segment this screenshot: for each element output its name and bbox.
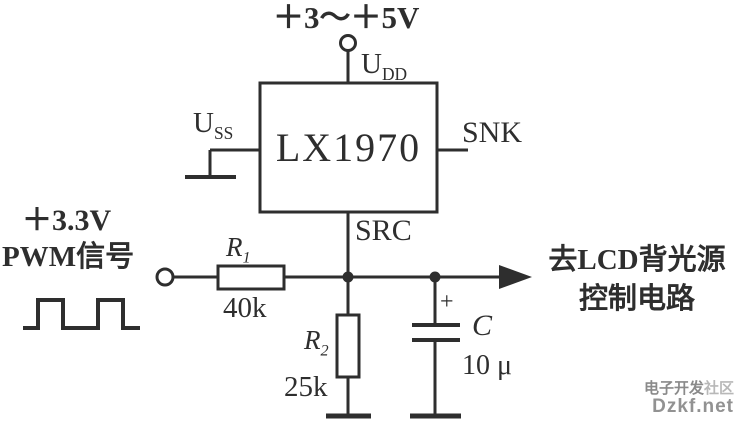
output-destination-label: 去LCD背光源 控制电路 <box>536 241 738 319</box>
watermark-logo: Dzkf.net <box>652 396 734 418</box>
output-line1: 去LCD背光源 <box>548 244 726 276</box>
r2-value: 25k <box>284 371 328 403</box>
r2-label: R2 <box>304 327 329 359</box>
pin-udd-sub: DD <box>381 63 408 84</box>
watermark-light-part: 社区 <box>703 379 734 397</box>
pin-udd-base: U <box>361 48 382 80</box>
power-terminal <box>339 34 357 52</box>
output-arrow-head <box>499 265 532 289</box>
input-terminal <box>155 267 175 287</box>
pin-uss-base: U <box>193 107 214 139</box>
r2-ref: R <box>304 325 321 355</box>
junction-dot-src <box>342 271 354 283</box>
watermark-site-name: 电子开发社区 <box>643 379 734 398</box>
pwm-waveform-icon <box>23 298 140 330</box>
watermark-dark-part: 电子开发 <box>643 379 704 397</box>
cap-label: C <box>472 309 493 342</box>
cap-value: 10 μ <box>462 350 513 381</box>
supply-voltage-label: ＋3～＋5V <box>273 0 420 35</box>
r1-body <box>216 264 286 291</box>
watermark: 电子开发社区 Dzkf.net <box>643 379 734 418</box>
r1-value: 40k <box>223 292 267 324</box>
pin-uss-sub: SS <box>213 122 234 143</box>
r1-label: R1 <box>226 234 251 266</box>
pin-src-label: SRC <box>355 214 412 247</box>
pin-udd-label: UDD <box>361 50 407 83</box>
r1-ref-sub: 1 <box>242 248 251 267</box>
r1-ref: R <box>226 232 243 262</box>
junction-dot-cap <box>429 271 441 283</box>
cap-polarity-sign: + <box>440 289 454 315</box>
input-signal-label: PWM信号 <box>2 241 135 273</box>
r2-ref-sub: 2 <box>320 341 329 360</box>
r2-body <box>335 313 361 379</box>
ic-name: LX1970 <box>275 125 422 170</box>
input-voltage-label: ＋3.3V <box>22 204 112 237</box>
output-line2: 控制电路 <box>578 283 695 315</box>
pin-snk-label: SNK <box>462 116 523 149</box>
pin-uss-label: USS <box>193 109 233 142</box>
